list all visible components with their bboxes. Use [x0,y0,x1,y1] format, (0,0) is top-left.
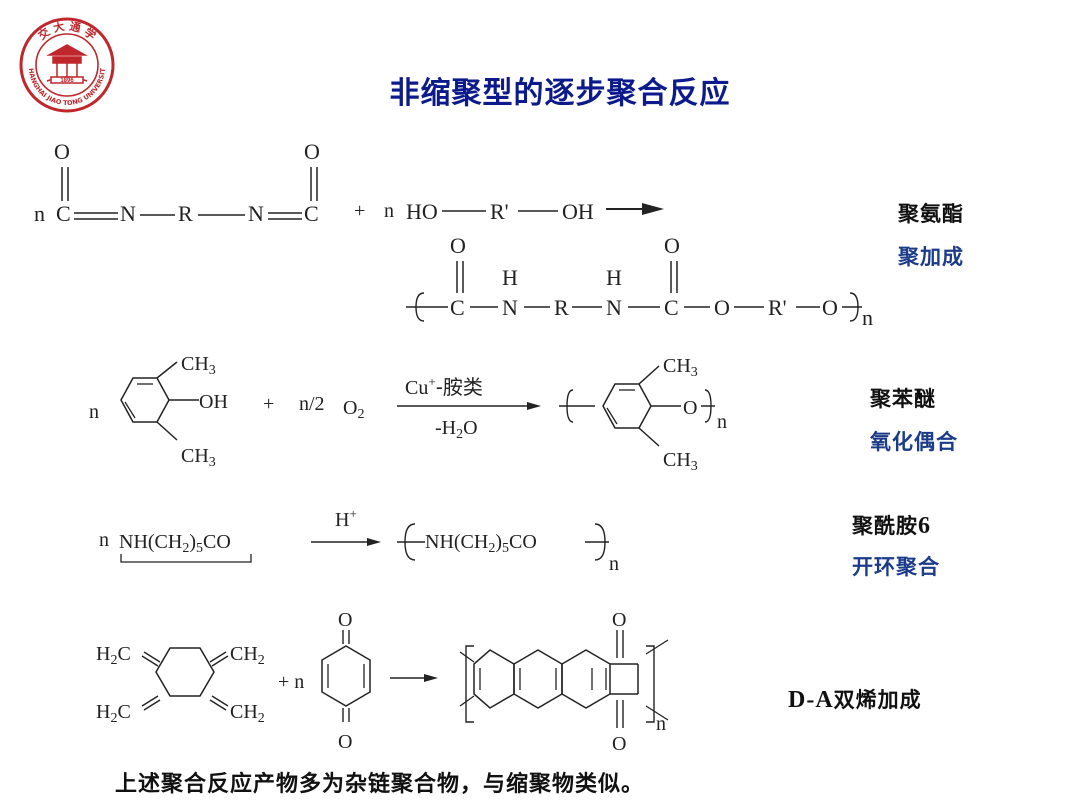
svg-text:n: n [717,411,727,433]
svg-text:O: O [714,295,730,320]
svg-text:CH3: CH3 [181,353,216,378]
svg-text:n: n [384,200,394,222]
svg-text:OH: OH [562,199,594,224]
seal-inner-ring [35,33,99,97]
svg-text:C: C [56,201,71,226]
reaction-polyurethane: n C O N R N C O + n HO R' OH C O H [34,139,873,330]
university-seal-icon: 交 大 通 学 SHANGHAI JIAO TONG UNIVERSITY 18… [17,15,115,113]
label-polyamide: 聚酰胺6 [852,510,931,540]
label-diels-alder-cn: 双烯加成 [833,688,922,712]
seal-emblem [46,44,88,84]
svg-text:O: O [822,295,838,320]
svg-text:O: O [338,610,352,631]
svg-text:N: N [606,295,622,320]
label-ring-opening: 开环聚合 [852,555,940,579]
svg-text:O: O [54,139,70,164]
svg-text:+: + [354,200,365,222]
svg-text:O: O [304,139,320,164]
svg-text:OH: OH [199,391,228,413]
svg-text:H: H [502,265,518,290]
svg-text:NH(CH2)5CO: NH(CH2)5CO [119,531,231,556]
seal-year: 1896 [60,78,74,84]
svg-text:C: C [450,295,465,320]
svg-text:O: O [612,733,626,755]
label-ppo: 聚苯醚 [870,387,936,411]
svg-text:R': R' [768,295,787,320]
svg-text:N: N [248,201,264,226]
label-polyamide-number: 6 [918,513,931,539]
svg-text:C: C [664,295,679,320]
svg-text:n: n [609,553,619,575]
svg-text:O: O [683,397,697,419]
label-polyaddition: 聚加成 [898,245,964,269]
svg-text:CH3: CH3 [181,445,216,470]
reaction-diels-alder: H2C CH2 H2C CH2 + n O O n [96,610,669,755]
label-oxidative-coupling: 氧化偶合 [870,430,958,454]
label-diels-alder-prefix: D-A [788,687,834,713]
svg-text:+: + [263,393,274,415]
svg-text:CH2: CH2 [230,701,265,726]
svg-text:O: O [338,731,352,753]
svg-text:N: N [120,201,136,226]
svg-text:n: n [862,305,873,330]
page-title: 非缩聚型的逐步聚合反应 [389,76,731,111]
svg-text:H2C: H2C [96,701,131,726]
svg-text:C: C [304,201,319,226]
svg-text:O: O [612,610,626,631]
svg-text:n/2: n/2 [299,393,325,415]
svg-text:NH(CH2)5CO: NH(CH2)5CO [425,531,537,556]
svg-text:H: H [606,265,622,290]
svg-text:H+: H+ [335,506,357,531]
svg-text:HO: HO [406,199,438,224]
svg-text:+ n: + n [278,671,304,693]
svg-text:CH3: CH3 [663,449,698,474]
svg-text:n: n [656,713,666,735]
footer-note: 上述聚合反应产物多为杂链聚合物，与缩聚物类似。 [115,772,645,797]
svg-text:R': R' [490,199,509,224]
svg-text:N: N [502,295,518,320]
svg-text:Cu+-胺类: Cu+-胺类 [405,374,483,399]
label-polyurethane: 聚氨酯 [898,202,964,226]
svg-text:n: n [34,201,45,226]
svg-text:H2C: H2C [96,643,131,668]
seal-outer-ring [19,17,115,113]
reaction-ppo: n CH3 OH CH3 + n/2 O2 Cu+-胺类 -H2O CH3 O … [89,353,727,474]
svg-text:-H2O: -H2O [435,417,478,442]
svg-text:n: n [99,529,109,551]
svg-text:O: O [664,233,680,258]
label-diels-alder: D-A双烯加成 [788,684,922,714]
svg-text:O: O [450,233,466,258]
svg-text:R: R [554,295,569,320]
svg-text:O2: O2 [343,397,364,422]
svg-text:n: n [89,401,99,423]
reaction-nylon6: n NH(CH2)5CO H+ NH(CH2)5CO n [99,506,619,575]
svg-text:R: R [178,201,193,226]
label-polyamide-cn: 聚酰胺 [852,514,918,538]
seal-top-text: 交 大 通 学 [35,19,99,43]
svg-text:CH3: CH3 [663,355,698,380]
svg-text:CH2: CH2 [230,643,265,668]
